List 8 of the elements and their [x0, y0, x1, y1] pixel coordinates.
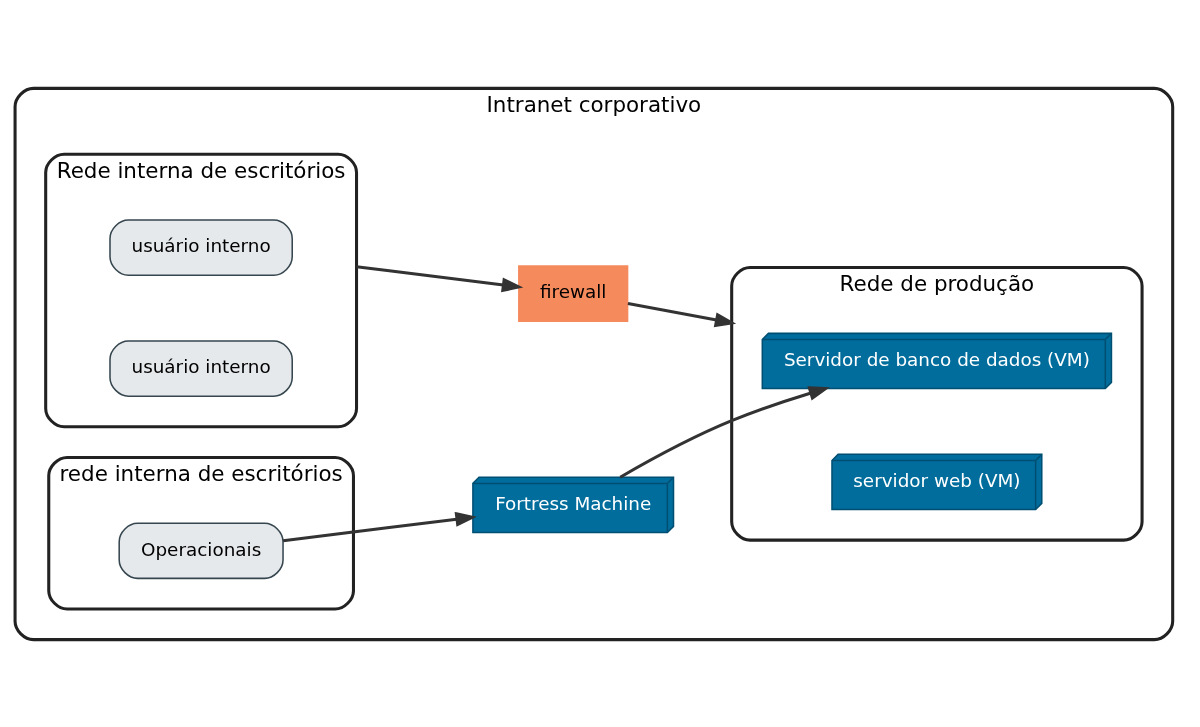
node-box: usuário interno [109, 339, 293, 397]
node-box: usuário interno [109, 218, 293, 276]
arrow [619, 385, 830, 479]
arrow [283, 511, 477, 542]
arrow [356, 264, 524, 292]
node-box: Operacionais [118, 522, 284, 579]
arrow [627, 301, 737, 327]
node-box: firewall [518, 264, 629, 322]
